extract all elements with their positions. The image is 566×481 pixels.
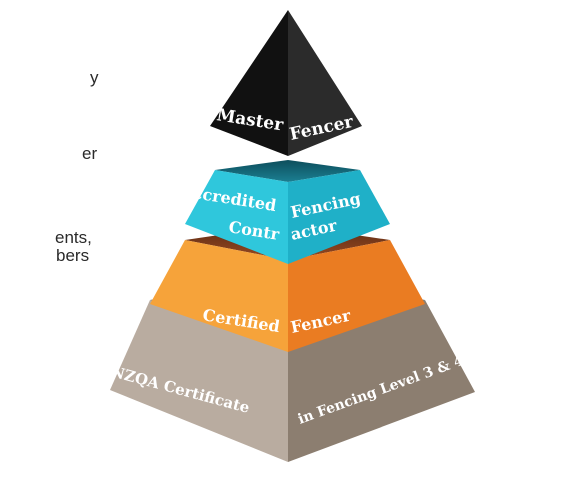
- text-fragment-4: bers: [56, 246, 90, 265]
- tier-certified-left-face: [150, 240, 288, 352]
- tier-certified-right-face: [288, 240, 425, 352]
- tier-accredited: [185, 160, 390, 264]
- tier-master-right-face: [288, 10, 362, 156]
- tier-nzqa-left-face: [110, 300, 288, 462]
- tier-nzqa-right-face: [288, 300, 475, 462]
- tier-accredited-left-face: [185, 170, 288, 264]
- text-fragment-1: y: [90, 68, 99, 87]
- tier-master-left-face: [210, 10, 288, 156]
- text-fragment-3: ents,: [55, 228, 92, 247]
- tier-accredited-right-face: [288, 170, 390, 264]
- tier-master: [210, 10, 362, 156]
- cropped-body-text: y er ents, bers: [0, 0, 100, 481]
- text-fragment-2: er: [82, 144, 98, 163]
- tier-accredited-top: [215, 160, 360, 182]
